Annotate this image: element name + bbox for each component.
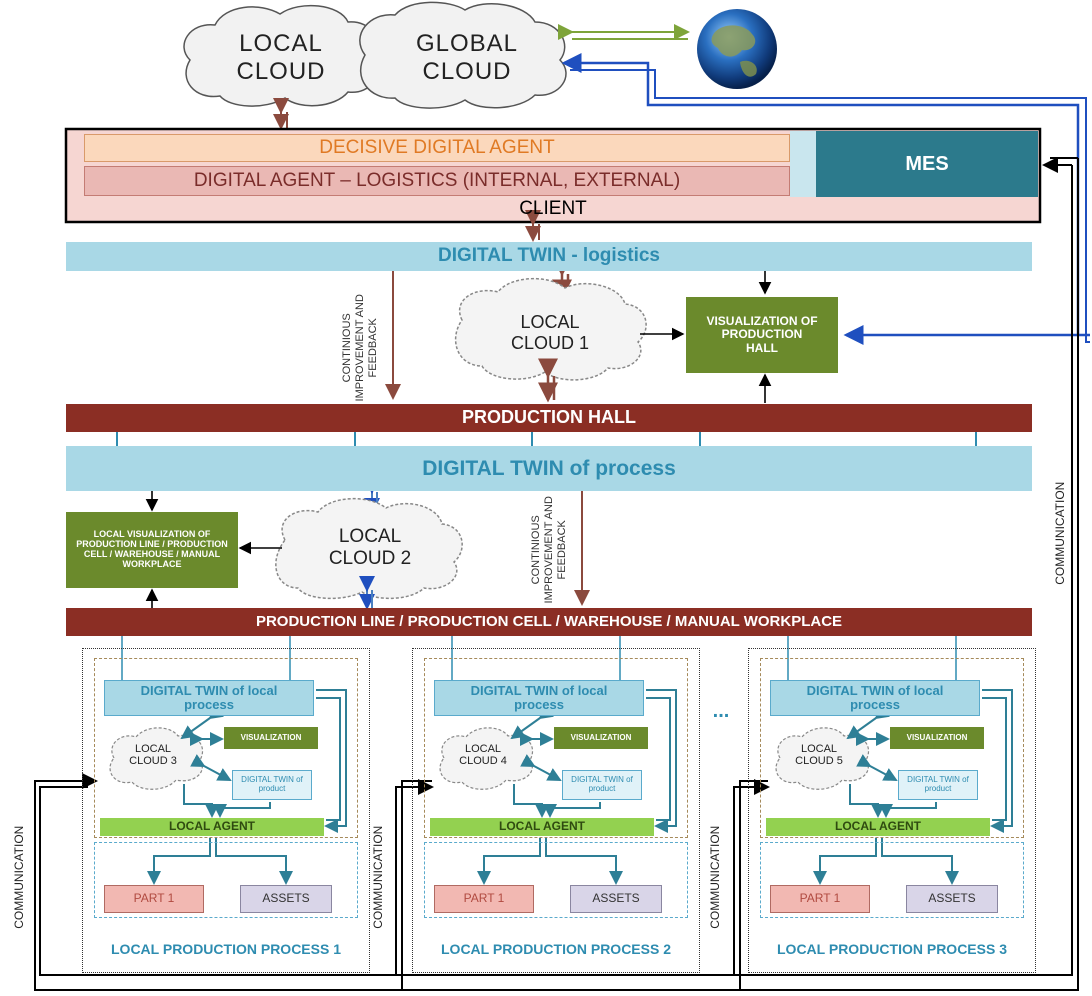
communication-line-process3 <box>739 780 768 990</box>
digital-twin-product: DIGITAL TWIN of product <box>562 770 642 800</box>
arrow-dt-cloud <box>180 705 224 740</box>
local-process-frame <box>412 648 700 973</box>
global-cloud-label: GLOBAL CLOUD <box>415 30 519 85</box>
production-hall: PRODUCTION HALL <box>66 404 1032 432</box>
arrow-cloud-product <box>190 754 232 781</box>
local-agent: LOCAL AGENT <box>100 818 324 836</box>
local-process-inner-frame <box>424 658 688 838</box>
arrow-dt-agent-loop <box>982 697 1007 821</box>
feedback-label-upper: CONTINIOUS IMPROVEMENT AND FEEDBACK <box>341 294 380 402</box>
local-cloud-label: LOCAL CLOUD 4 <box>459 742 507 767</box>
arrow-agent-assets <box>215 838 293 885</box>
arrow-dt-agent-loop <box>646 697 671 821</box>
ellipsis: ... <box>712 700 730 722</box>
assets-box: ASSETS <box>906 885 998 913</box>
arrow-dt-agent-loop <box>316 697 341 821</box>
assets-box: ASSETS <box>570 885 662 913</box>
production-line: PRODUCTION LINE / PRODUCTION CELL / WARE… <box>66 608 1032 636</box>
communication-line-process3 <box>733 779 770 975</box>
arrow-product-agent <box>213 802 271 818</box>
communication-line-right <box>34 158 1079 991</box>
decisive-digital-agent: DECISIVE DIGITAL AGENT <box>84 134 790 162</box>
local-cloud-shape <box>109 727 204 790</box>
local-agent: LOCAL AGENT <box>766 818 990 836</box>
arrow-product-agent <box>879 802 937 818</box>
digital-twin-product: DIGITAL TWIN of product <box>898 770 978 800</box>
local-process-frame <box>748 648 1036 973</box>
arrow-agent-parts <box>477 838 541 885</box>
part-box: PART 1 <box>770 885 870 913</box>
arrow-cloud-agent <box>183 784 219 818</box>
local-agent: LOCAL AGENT <box>430 818 654 836</box>
communication-label-process2: COMMUNICATION <box>370 825 385 929</box>
assets-box: ASSETS <box>240 885 332 913</box>
digital-twin-local-process: DIGITAL TWIN of local process <box>104 680 314 716</box>
mes-box: MES <box>816 131 1038 197</box>
digital-twin-product: DIGITAL TWIN of product <box>232 770 312 800</box>
local-cloud-2-label: LOCAL CLOUD 2 <box>305 526 435 570</box>
client-light-strip <box>790 131 816 197</box>
local-visualization: LOCAL VISUALIZATION OF PRODUCTION LINE /… <box>66 512 238 588</box>
arrow-agent-parts <box>813 838 877 885</box>
communication-line-right <box>39 165 1073 976</box>
local-process-frame <box>82 648 370 973</box>
communication-label-right: COMMUNICATION <box>1052 481 1067 585</box>
parts-frame <box>760 842 1024 918</box>
local-production-process-title: LOCAL PRODUCTION PROCESS 2 <box>441 941 671 958</box>
part-box: PART 1 <box>104 885 204 913</box>
local-cloud-shape <box>775 727 870 790</box>
local-cloud-shape <box>439 727 534 790</box>
digital-twin-logistics: DIGITAL TWIN - logistics <box>66 242 1032 271</box>
local-cloud-top-label: LOCAL CLOUD <box>236 30 326 85</box>
globe-continent <box>740 60 757 77</box>
digital-twin-local-process: DIGITAL TWIN of local process <box>770 680 980 716</box>
arrow-dt-agent-loop <box>646 689 677 833</box>
local-process-inner-frame <box>94 658 358 838</box>
local-production-process-title: LOCAL PRODUCTION PROCESS 3 <box>777 941 1007 958</box>
parts-frame <box>94 842 358 918</box>
arrow-dt-agent-loop <box>316 689 347 833</box>
arrow-cloud-product <box>520 754 562 781</box>
local-cloud-2-text: LOCAL CLOUD 2 <box>328 526 412 569</box>
visualization-production-hall: VISUALIZATION OF PRODUCTION HALL <box>686 297 838 373</box>
global-cloud-shape <box>359 1 567 109</box>
arrow-agent-parts <box>147 838 211 885</box>
local-cloud-1-text: LOCAL CLOUD 1 <box>510 312 590 353</box>
arrow-dt-agent-loop <box>982 689 1013 833</box>
arrow-agent-assets <box>545 838 623 885</box>
communication-label-left: COMMUNICATION <box>11 825 26 929</box>
visualization-box: VISUALIZATION <box>554 727 648 749</box>
arrow-dt-cloud <box>510 705 554 740</box>
digital-twin-local-process: DIGITAL TWIN of local process <box>434 680 644 716</box>
communication-line-process2 <box>401 780 432 990</box>
arrow-dt-cloud <box>846 705 890 740</box>
local-cloud-1-label: LOCAL CLOUD 1 <box>490 312 610 353</box>
arrow-cloud-product <box>856 754 898 781</box>
digital-agent-logistics: DIGITAL AGENT – LOGISTICS (INTERNAL, EXT… <box>84 166 790 196</box>
arrow-product-agent <box>543 802 601 818</box>
client-label: CLIENT <box>519 197 587 219</box>
arrow-cloud-agent <box>513 784 549 818</box>
part-box: PART 1 <box>434 885 534 913</box>
digital-twin-process: DIGITAL TWIN of process <box>66 446 1032 491</box>
arrow-agent-assets <box>881 838 959 885</box>
arrow-cloud-agent <box>849 784 885 818</box>
feedback-label-lower: CONTINIOUS IMPROVEMENT AND FEEDBACK <box>530 496 569 604</box>
local-cloud-label: LOCAL CLOUD 3 <box>129 742 177 767</box>
local-cloud-label: LOCAL CLOUD 5 <box>795 742 843 767</box>
globe-continent <box>711 25 756 57</box>
visualization-box: VISUALIZATION <box>890 727 984 749</box>
parts-frame <box>424 842 688 918</box>
local-cloud-1-shape <box>454 277 647 381</box>
local-cloud-2-shape <box>275 497 463 600</box>
blue-communication-line <box>561 53 1090 337</box>
local-production-process-title: LOCAL PRODUCTION PROCESS 1 <box>111 941 341 958</box>
local-process-inner-frame <box>760 658 1024 838</box>
communication-line-process2 <box>395 779 434 975</box>
visualization-box: VISUALIZATION <box>224 727 318 749</box>
communication-label-process3: COMMUNICATION <box>707 825 722 929</box>
blue-communication-line <box>570 69 1090 343</box>
